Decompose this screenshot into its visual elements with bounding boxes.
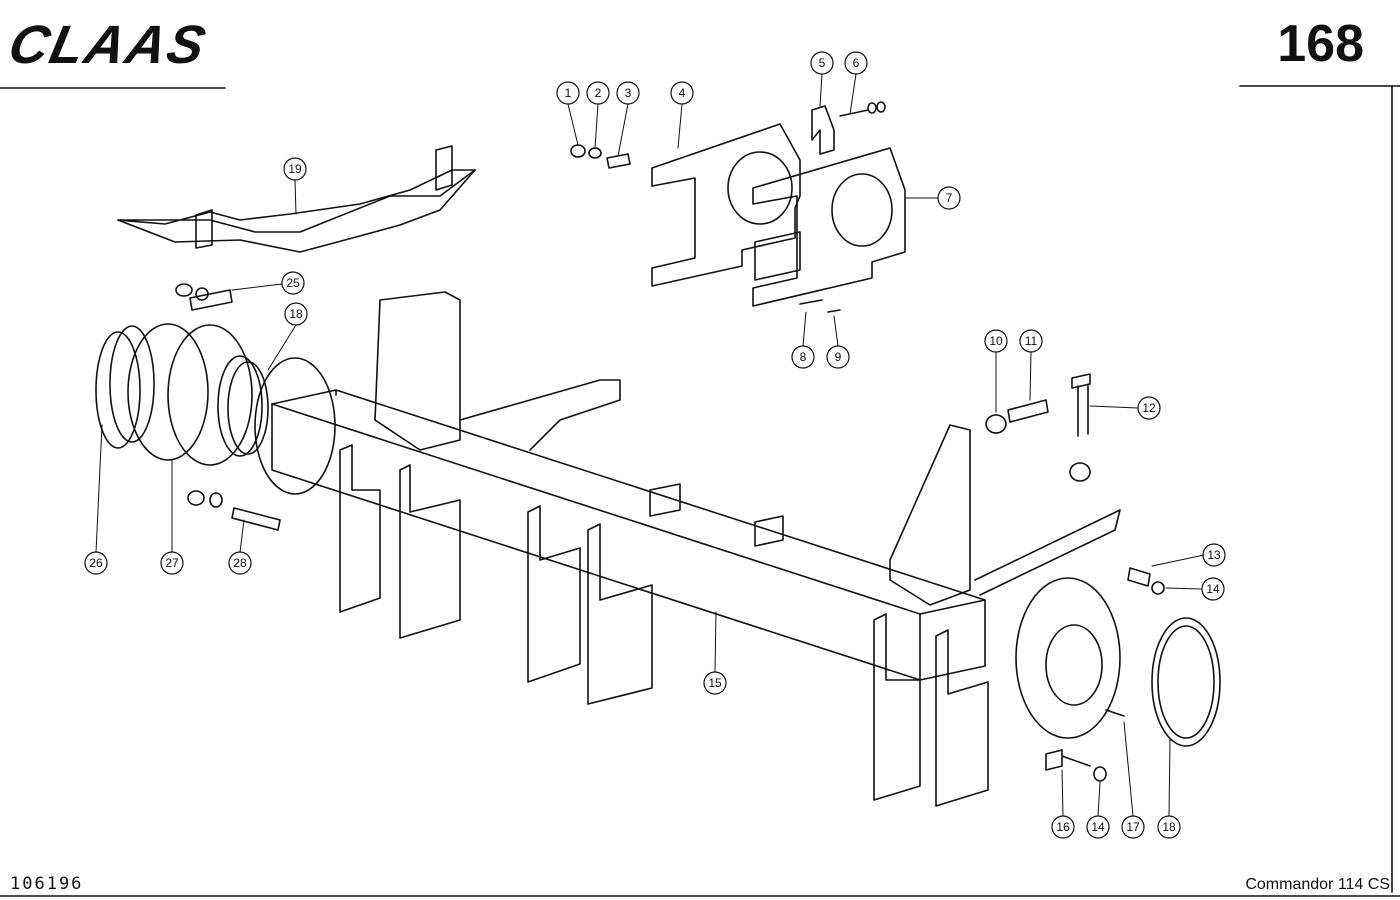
svg-text:2: 2 (595, 86, 602, 100)
hardware-right (985, 373, 1091, 482)
callouts: 1 2 3 4 5 6 7 8 9 10 11 12 13 14 14 15 1… (84, 51, 1226, 839)
callout-14-b: 14 (1086, 815, 1110, 839)
hardware-top (570, 101, 886, 313)
svg-text:17: 17 (1126, 820, 1140, 834)
left-flange-assembly (95, 283, 336, 531)
svg-text:26: 26 (89, 556, 103, 570)
svg-text:9: 9 (835, 350, 842, 364)
svg-text:18: 18 (1162, 820, 1176, 834)
svg-text:14: 14 (1091, 820, 1105, 834)
callout-2: 2 (586, 81, 610, 105)
svg-text:25: 25 (286, 276, 300, 290)
leader-lines (95, 73, 1205, 817)
svg-text:7: 7 (946, 191, 953, 205)
callout-18-b: 18 (1157, 815, 1181, 839)
svg-text:13: 13 (1207, 548, 1221, 562)
callout-14-a: 14 (1201, 577, 1225, 601)
part-4-plate (651, 123, 801, 287)
callout-28: 28 (228, 551, 252, 575)
svg-text:1: 1 (565, 86, 572, 100)
callout-1: 1 (556, 81, 580, 105)
callout-5: 5 (810, 51, 834, 75)
part-15-main-beam (271, 291, 1121, 807)
svg-text:12: 12 (1142, 401, 1156, 415)
callout-8: 8 (791, 345, 815, 369)
part-7-plate (752, 147, 906, 307)
svg-text:16: 16 (1056, 820, 1070, 834)
callout-9: 9 (826, 345, 850, 369)
callout-3: 3 (616, 81, 640, 105)
callout-4: 4 (670, 81, 694, 105)
svg-text:28: 28 (233, 556, 247, 570)
callout-26: 26 (84, 551, 108, 575)
svg-text:14: 14 (1206, 582, 1220, 596)
callout-7: 7 (937, 186, 961, 210)
callout-17: 17 (1121, 815, 1145, 839)
page-number: 168 (1277, 15, 1364, 73)
document-number: 106196 (10, 874, 84, 894)
svg-text:8: 8 (800, 350, 807, 364)
svg-text:10: 10 (989, 334, 1003, 348)
callout-27: 27 (160, 551, 184, 575)
svg-text:11: 11 (1025, 334, 1038, 348)
callout-12: 12 (1137, 396, 1161, 420)
svg-text:15: 15 (708, 676, 722, 690)
callout-11: 11 (1019, 329, 1043, 353)
svg-text:3: 3 (625, 86, 632, 100)
svg-text:4: 4 (679, 86, 686, 100)
callout-15: 15 (703, 671, 727, 695)
callout-25: 25 (281, 271, 305, 295)
svg-text:5: 5 (819, 56, 826, 70)
callout-10: 10 (984, 329, 1008, 353)
model-name: Commandor 114 CS (1245, 876, 1390, 893)
right-flange-assembly (1015, 567, 1221, 782)
svg-text:6: 6 (853, 56, 860, 70)
svg-text:27: 27 (165, 556, 179, 570)
part-19-cover (117, 145, 476, 253)
callout-18-a: 18 (284, 302, 308, 326)
callout-16: 16 (1051, 815, 1075, 839)
svg-text:19: 19 (288, 162, 302, 176)
frame-lines (0, 85, 1400, 897)
callout-6: 6 (844, 51, 868, 75)
callout-19: 19 (283, 157, 307, 181)
callout-13: 13 (1202, 543, 1226, 567)
svg-text:18: 18 (289, 307, 303, 321)
